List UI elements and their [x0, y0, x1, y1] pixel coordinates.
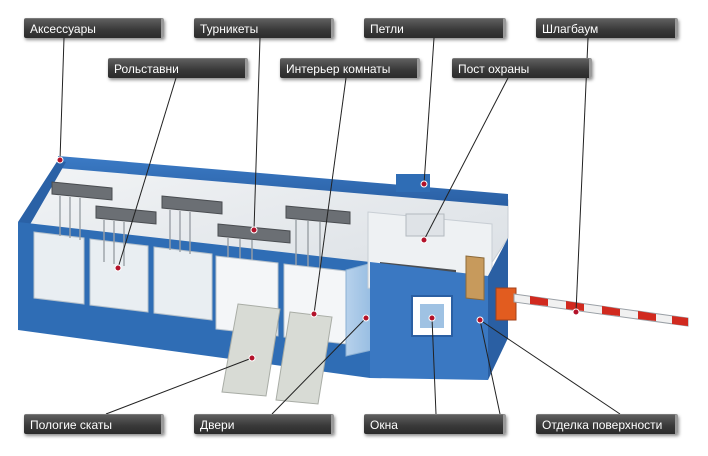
callout-barrier: Шлагбаум — [536, 18, 678, 38]
barrier-post — [495, 287, 517, 321]
callout-gentle-ramps: Пологие скаты — [24, 414, 164, 434]
roof-step — [396, 174, 430, 192]
wall-panel — [153, 246, 213, 321]
leader-lines — [59, 37, 621, 415]
callout-markers — [56, 156, 580, 362]
turnstile-group — [51, 181, 351, 244]
wall-panel — [33, 231, 85, 305]
wall-panel — [89, 238, 149, 313]
callout-accessories: Аксессуары — [24, 18, 164, 38]
callout-turnstiles: Турникеты — [194, 18, 334, 38]
barrier-stripes — [530, 296, 688, 326]
callout-roller-shutters: Рольставни — [108, 58, 248, 78]
callout-guard-post: Пост охраны — [452, 58, 592, 78]
guard-post-door — [465, 255, 485, 301]
back-wall-edge — [58, 156, 508, 206]
ramp-right — [275, 311, 333, 405]
callout-windows: Окна — [364, 414, 506, 434]
callout-surface-finish: Отделка поверхности — [536, 414, 678, 434]
callout-hinges: Петли — [364, 18, 506, 38]
callout-doors: Двери — [194, 414, 334, 434]
left-end-wall — [18, 160, 66, 228]
guard-room-screen — [405, 213, 445, 237]
ramp-left — [221, 303, 281, 397]
callout-room-interior: Интерьер комнаты — [280, 58, 420, 78]
